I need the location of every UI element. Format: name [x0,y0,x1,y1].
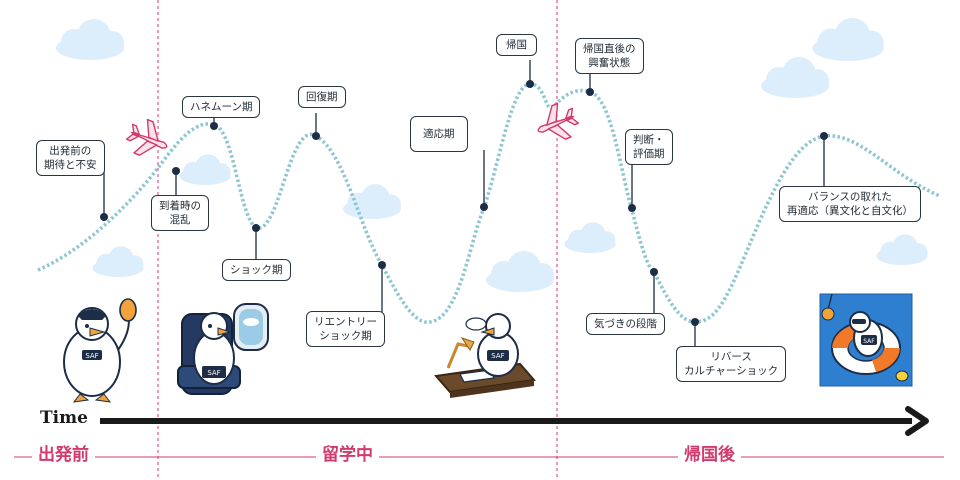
dot-culture-shock [252,224,260,232]
stage-text: 到着時の 混乱 [159,200,201,226]
stage-label-reverse-culture-shock: リバース カルチャーショック [676,346,787,382]
dot-honeymoon [210,122,218,130]
cloud [876,234,928,265]
stage-label-balance: バランスの取れた 再適応（異文化と自文化） [779,186,921,222]
dot-post-return [586,88,594,96]
stage-text: ハネムーン期 [190,101,253,113]
cloud [486,251,554,292]
stage-label-honeymoon: ハネムーン期 [182,96,261,118]
cloud [564,222,616,253]
airplane-icon [537,102,580,140]
milestone-dots [100,80,828,326]
stage-text: 出発前の 期待と不安 [44,145,97,171]
stage-label-reentry-shock: リエントリー ショック期 [306,311,385,347]
dot-reverse-shock [691,318,699,326]
mascot-waving-illustration: SAF [63,298,137,403]
stage-label-awareness: 気づきの段階 [586,313,665,335]
mascot-studying-illustration: SAF [434,313,536,398]
stage-text: 気づきの段階 [594,318,657,330]
stage-text: 帰国 [506,39,527,51]
dot-balance [820,132,828,140]
stage-text: ショック期 [230,264,283,276]
stage-text: 帰国直後の 興奮状態 [583,43,636,69]
mascot-badge-text: SAF [491,352,504,360]
stage-label-pre-departure: 出発前の 期待と不安 [36,140,105,176]
dot-awareness [650,268,658,276]
cloud [812,17,884,61]
phase-label-during-study: 留学中 [316,440,379,465]
stage-label-culture-shock: ショック期 [222,259,291,281]
stage-label-recovery: 回復期 [298,86,346,108]
stage-text: リバース カルチャーショック [684,351,779,377]
timeline-axis-label: Time [40,408,88,428]
dot-judgment [628,204,636,212]
stage-text: 判断・ 評価期 [633,134,665,160]
stage-label-adjustment: 適応期 [410,116,468,152]
phase-label-after-return: 帰国後 [678,440,741,465]
dot-return [526,80,534,88]
mascot-badge-text: SAF [207,369,220,377]
stage-text: 適応期 [423,128,455,140]
dot-reentry-shock [378,261,386,269]
dot-pre-departure [100,213,108,221]
mascot-airplane-seat-illustration: SAF [177,303,269,395]
cloud [761,57,829,98]
mascot-badge-text: SAF [863,338,875,345]
stage-text: バランスの取れた 再適応（異文化と自文化） [787,191,913,217]
dot-recovery [312,132,320,140]
cloud [179,154,231,185]
stage-label-judgment: 判断・ 評価期 [625,129,673,165]
dot-arrival [172,167,180,175]
phase-label-pre-departure: 出発前 [32,440,95,465]
stage-label-arrival: 到着時の 混乱 [151,195,209,231]
airplane-icon [125,118,168,156]
stage-label-post-return-excitement: 帰国直後の 興奮状態 [575,38,644,74]
stage-text: 回復期 [306,91,338,103]
dot-adjustment [480,203,488,211]
stage-label-return: 帰国 [496,34,537,56]
stage-text: リエントリー ショック期 [314,316,377,342]
mascot-badge-text: SAF [85,352,98,360]
cloud [56,19,124,60]
timeline-arrowhead-icon [905,406,929,436]
mascot-relaxing-illustration: SAF [819,293,913,387]
cloud [92,246,144,277]
